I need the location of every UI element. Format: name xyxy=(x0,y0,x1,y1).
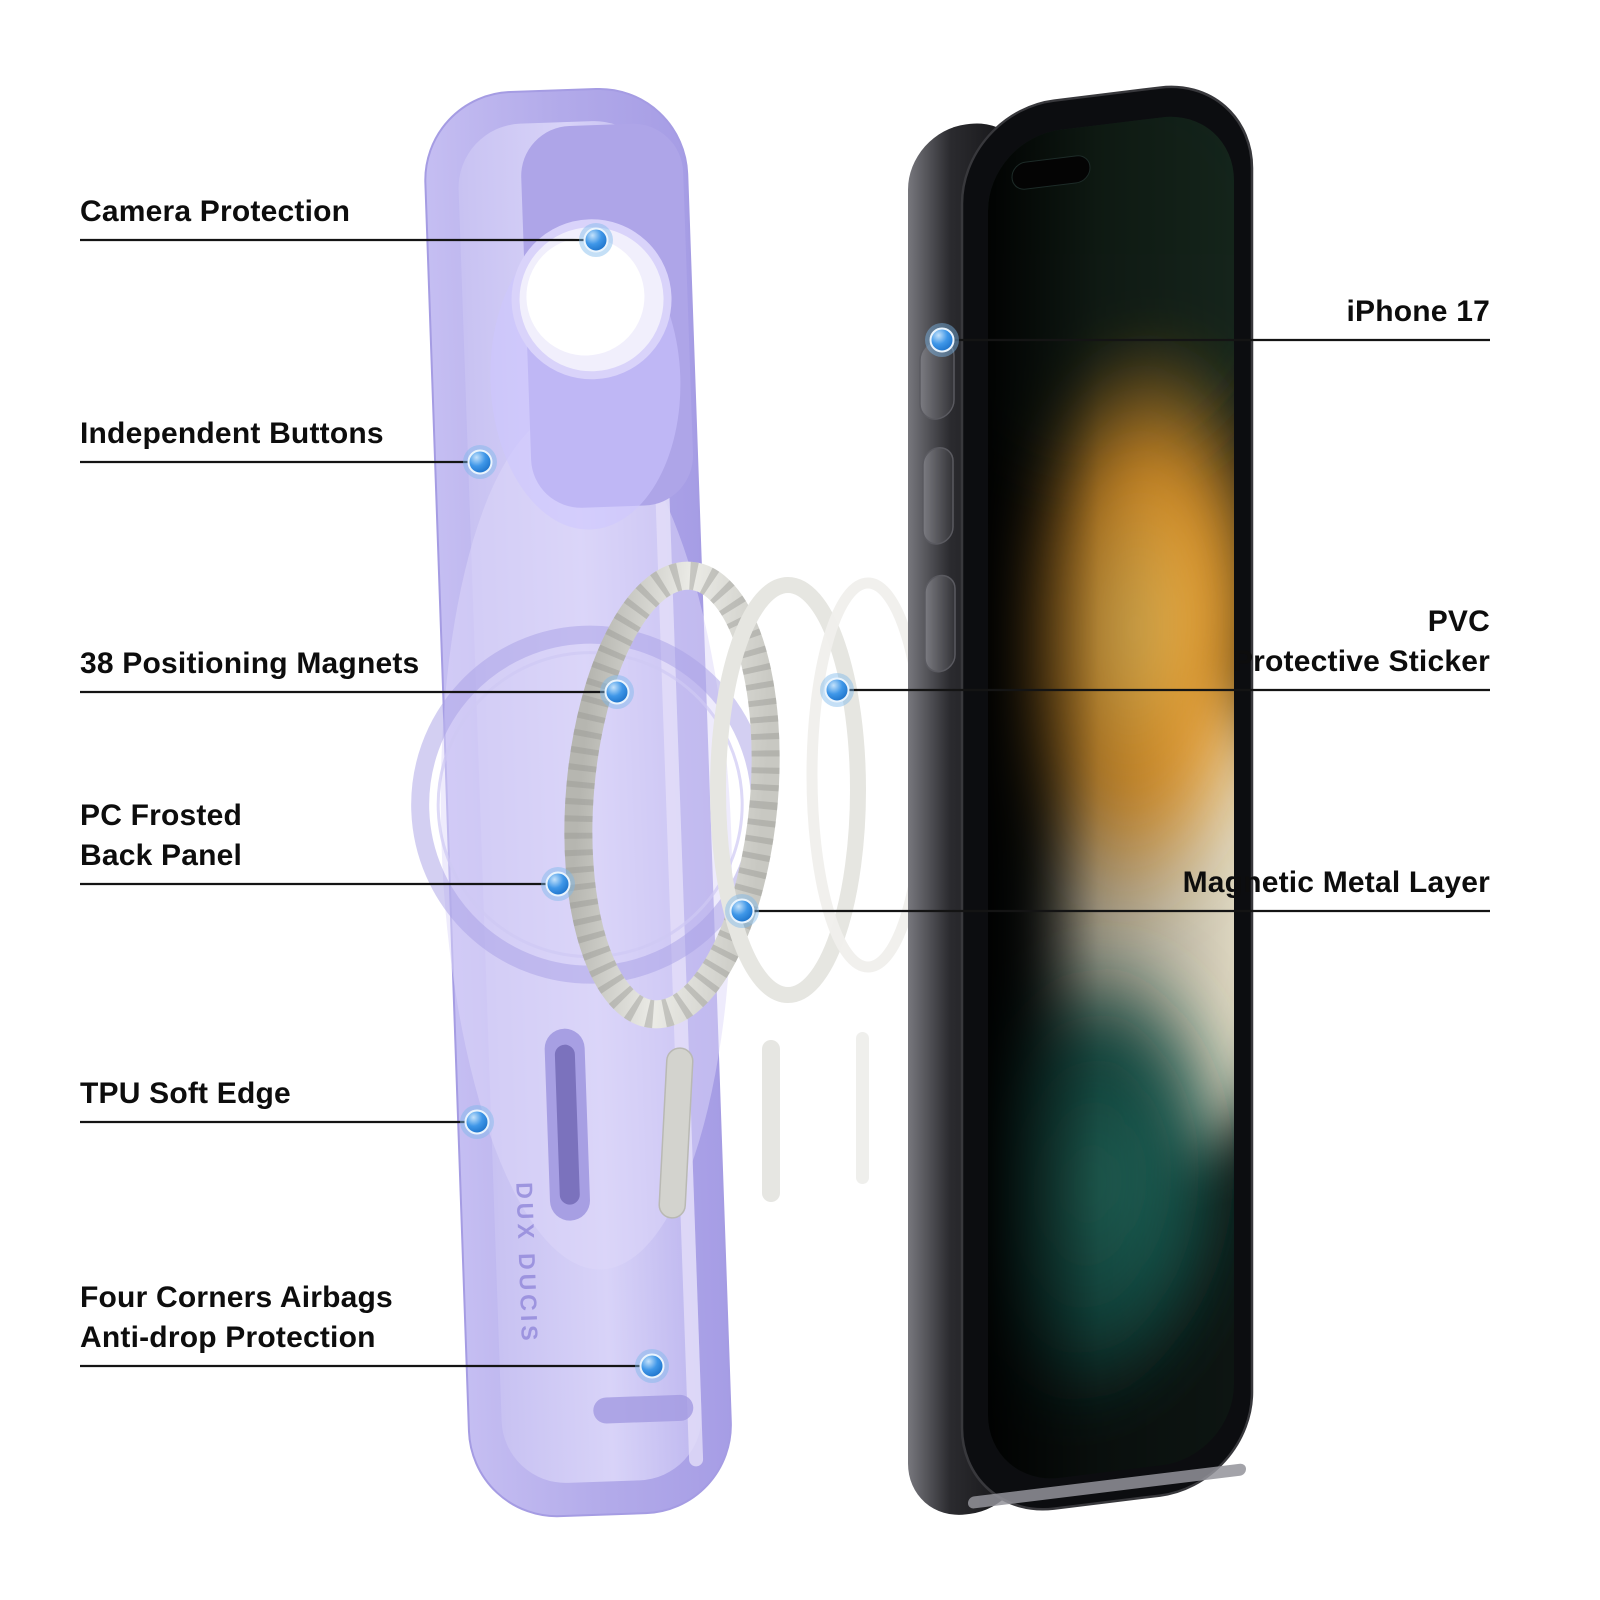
callout-label-pc-frosted-back-panel: PC Frosted Back Panel xyxy=(80,796,242,876)
screen-angle-shadow xyxy=(988,108,1234,1487)
callout-lines xyxy=(80,238,1490,1368)
case-slot-inner xyxy=(554,1044,580,1205)
callout-dot-pvc-sticker xyxy=(820,673,854,707)
callout-label-magnetic-metal-layer: Magnetic Metal Layer xyxy=(1183,863,1490,903)
callout-label-positioning-magnets: 38 Positioning Magnets xyxy=(80,644,419,684)
magnet-bar-3 xyxy=(856,1032,869,1184)
callout-label-four-corners-airbags: Four Corners Airbags Anti-drop Protectio… xyxy=(80,1278,393,1358)
magnet-ring-segments xyxy=(564,561,780,1029)
callout-dot-independent-buttons xyxy=(463,445,497,479)
case-port-cutout xyxy=(593,1394,694,1424)
callout-text: Camera Protection xyxy=(80,195,351,228)
callout-text: iPhone 17 xyxy=(1346,295,1490,328)
callout-text: Back Panel xyxy=(80,839,243,872)
callout-dot-positioning-magnets xyxy=(600,675,634,709)
callout-dots xyxy=(460,223,959,1383)
callout-label-tpu-soft-edge: TPU Soft Edge xyxy=(80,1074,291,1114)
metal-layer-ring xyxy=(710,577,866,1003)
callout-text: TPU Soft Edge xyxy=(80,1077,291,1110)
magnet-bar-2 xyxy=(762,1040,780,1202)
callout-text: Protective Sticker xyxy=(1232,645,1490,678)
dynamic-island xyxy=(1011,155,1091,190)
callout-text: Magnetic Metal Layer xyxy=(1182,866,1490,899)
callout-dot-magnetic-metal-layer xyxy=(725,894,759,928)
magnet-ring-segmented xyxy=(564,561,780,1029)
callout-text: 38 Positioning Magnets xyxy=(80,647,420,680)
brand-text: DUX DUCIS xyxy=(511,1182,543,1345)
phone-artwork xyxy=(908,85,1254,1515)
callout-label-independent-buttons: Independent Buttons xyxy=(80,414,384,454)
callout-dot-tpu-soft-edge xyxy=(460,1105,494,1139)
callout-dot-four-corners xyxy=(635,1349,669,1383)
phone-volume-down-button xyxy=(924,574,956,673)
callout-label-pvc-protective-sticker: PVC Protective Sticker xyxy=(1233,602,1490,682)
phone-volume-up-button xyxy=(922,446,954,545)
callout-label-camera-protection: Camera Protection xyxy=(80,192,350,232)
magnet-bar-1 xyxy=(658,1047,694,1219)
callout-text: Four Corners Airbags xyxy=(80,1281,393,1314)
magnet-ring-assembly xyxy=(564,561,930,1219)
callout-text: PC Frosted xyxy=(80,799,243,832)
callout-text: Independent Buttons xyxy=(80,417,384,450)
camera-cutout-hole xyxy=(526,237,645,356)
callout-label-iphone-17: iPhone 17 xyxy=(1346,292,1490,332)
callout-dot-camera-protection xyxy=(579,223,613,257)
pvc-sticker-ring xyxy=(806,577,930,973)
callout-dot-pc-frosted xyxy=(541,867,575,901)
phone-bottom-edge xyxy=(968,1463,1246,1509)
callout-dot-iphone-17 xyxy=(925,323,959,357)
phone-screen xyxy=(988,108,1234,1487)
callout-text: PVC xyxy=(1427,605,1490,638)
callout-text: Anti-drop Protection xyxy=(80,1321,376,1354)
